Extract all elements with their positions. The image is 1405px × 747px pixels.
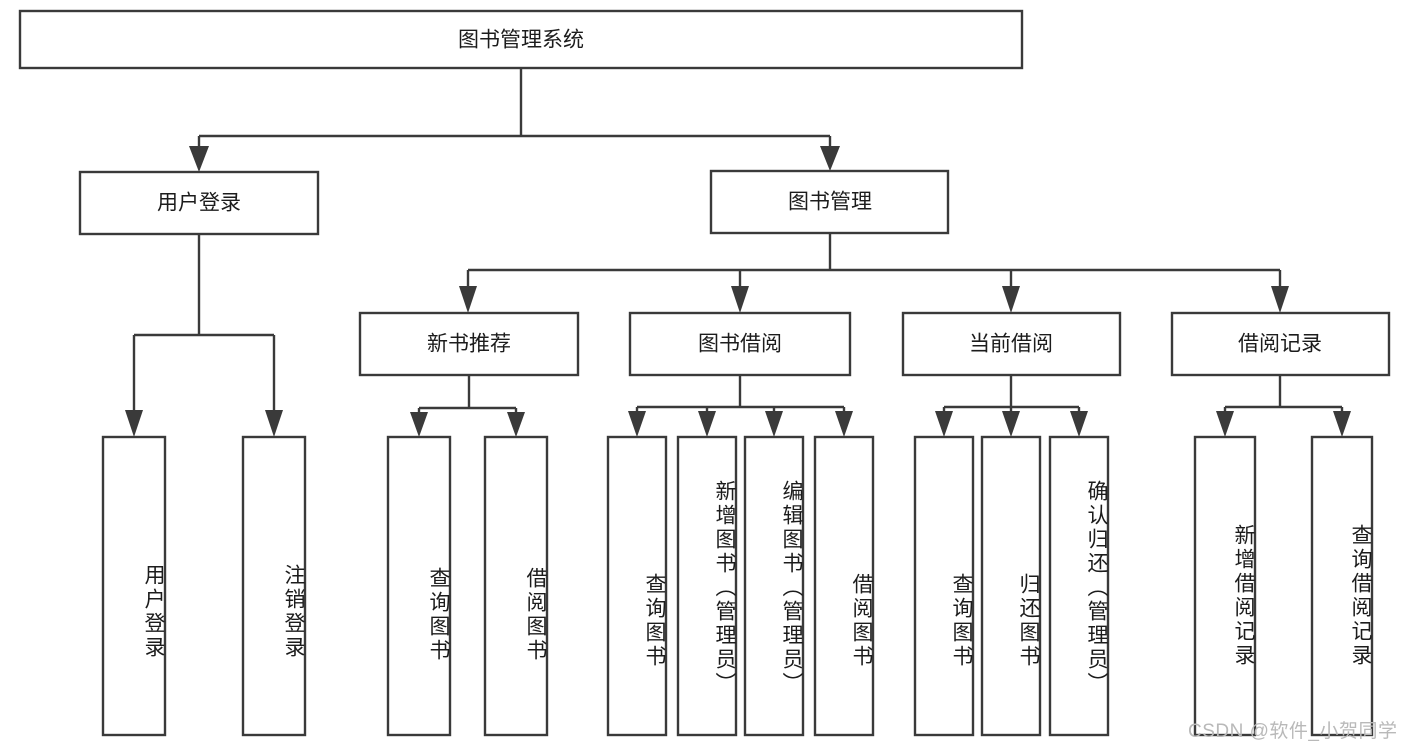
leaf-box-query-book-bb[interactable]	[606, 435, 668, 737]
level3-label: 新书推荐	[427, 333, 511, 356]
arrow-head-icon	[628, 411, 646, 437]
arrow-head-icon	[1333, 411, 1351, 437]
arrow-head-icon	[935, 411, 953, 437]
leaf-label-logout: 注销登录	[282, 564, 305, 660]
node-root[interactable]: 图书管理系统	[18, 9, 1024, 70]
leaf-box-add-borrow-record[interactable]	[1193, 435, 1257, 737]
level3-box[interactable]	[628, 311, 852, 377]
level2-box[interactable]	[78, 170, 320, 236]
leaf-box-query-book-cb[interactable]	[913, 435, 975, 737]
leaf-label-add-book-admin: 新增图书（管理员）	[713, 480, 736, 696]
connector-userlogin-to-leaves	[125, 234, 283, 437]
level3-label: 当前借阅	[969, 333, 1053, 356]
connector-bookmgmt-to-level3	[459, 233, 1289, 313]
watermark-text: CSDN @软件_小贺同学	[1188, 721, 1398, 742]
leaf-box-borrow-book-bb[interactable]	[813, 435, 875, 737]
leaf-label-query-book-cb: 查询图书	[950, 572, 973, 669]
arrow-head-icon	[1070, 411, 1088, 437]
leaf-box-user-login[interactable]	[101, 435, 167, 737]
leaf-label-query-book-bb: 查询图书	[643, 572, 666, 669]
leaf-box-return-book[interactable]	[980, 435, 1042, 737]
leaf-label-edit-book-admin: 编辑图书（管理员）	[780, 480, 803, 696]
leaf-label-confirm-return-admin: 确认归还（管理员）	[1085, 480, 1108, 696]
leaf-boxes	[101, 435, 1374, 737]
node-borrow-record[interactable]: 借阅记录	[1170, 311, 1391, 377]
leaf-box-add-book-admin[interactable]	[676, 435, 738, 737]
arrow-head-icon	[459, 286, 477, 313]
arrow-head-icon	[189, 146, 209, 172]
arrow-head-icon	[1216, 411, 1234, 437]
arrow-head-icon	[1271, 286, 1289, 313]
arrow-head-icon	[1002, 411, 1020, 437]
arrow-head-icon	[731, 286, 749, 313]
node-current-borrow[interactable]: 当前借阅	[901, 311, 1122, 377]
arrow-head-icon	[1002, 286, 1020, 313]
leaf-label-borrow-book-bb: 借阅图书	[850, 572, 873, 669]
arrow-head-icon	[765, 411, 783, 437]
level3-label: 图书借阅	[698, 333, 782, 356]
leaf-label-user-login: 用户登录	[142, 564, 165, 660]
level3-box[interactable]	[358, 311, 580, 377]
level2-label: 图书管理	[788, 191, 872, 214]
node-new-book-recommend[interactable]: 新书推荐	[358, 311, 580, 377]
connector-currentborrow-to-leaves	[935, 375, 1088, 437]
leaf-box-confirm-return-admin[interactable]	[1048, 435, 1110, 737]
arrow-head-icon	[835, 411, 853, 437]
connector-bookborrow-to-leaves	[628, 375, 853, 437]
leaf-label-return-book: 归还图书	[1017, 572, 1040, 669]
root-label: 图书管理系统	[458, 29, 584, 52]
level3-box[interactable]	[1170, 311, 1391, 377]
arrow-head-icon	[820, 146, 840, 171]
arrow-head-icon	[507, 412, 525, 437]
leaf-box-query-borrow-record[interactable]	[1310, 435, 1374, 737]
level2-box[interactable]	[709, 169, 950, 235]
arrow-head-icon	[265, 410, 283, 437]
leaf-box-logout[interactable]	[241, 435, 307, 737]
node-user-login[interactable]: 用户登录	[78, 170, 320, 236]
connector-newbook-to-leaves	[410, 375, 525, 437]
node-book-management[interactable]: 图书管理	[709, 169, 950, 235]
level3-label: 借阅记录	[1238, 333, 1322, 356]
root-box[interactable]	[18, 9, 1024, 70]
leaf-box-query-book-nb[interactable]	[386, 435, 452, 737]
arrow-head-icon	[125, 410, 143, 437]
leaf-label-borrow-book-nb: 借阅图书	[524, 567, 547, 663]
leaf-box-borrow-book-nb[interactable]	[483, 435, 549, 737]
arrow-head-icon	[410, 412, 428, 437]
level2-label: 用户登录	[157, 192, 241, 215]
connector-borrowrecord-to-leaves	[1216, 375, 1351, 437]
connector-root-to-level2	[189, 68, 840, 172]
node-book-borrow[interactable]: 图书借阅	[628, 311, 852, 377]
leaf-box-edit-book-admin[interactable]	[743, 435, 805, 737]
leaf-label-query-book-nb: 查询图书	[427, 567, 450, 663]
leaf-label-query-borrow-record: 查询借阅记录	[1349, 523, 1372, 668]
arrow-head-icon	[698, 411, 716, 437]
leaf-label-add-borrow-record: 新增借阅记录	[1232, 523, 1255, 668]
